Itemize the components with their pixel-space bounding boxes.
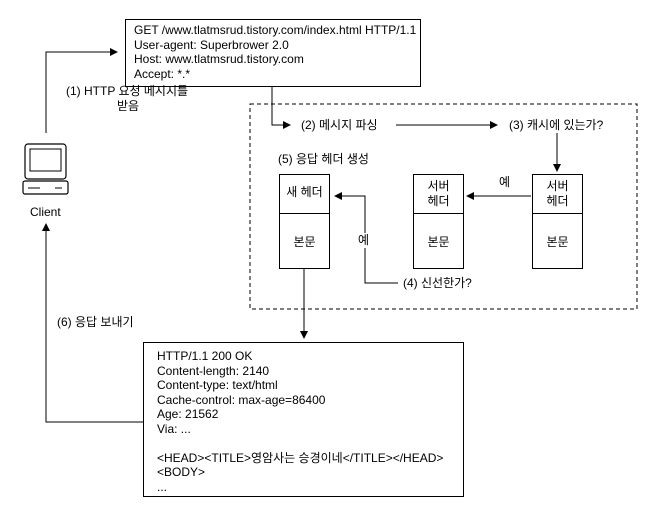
request-message-box: GET /www.tlatmsrud.tistory.com/index.htm… xyxy=(125,19,421,87)
request-line: Host: www.tlatmsrud.tistory.com xyxy=(134,52,304,66)
yes-label-fresh: 예 xyxy=(358,233,370,248)
cached-header-line2: 헤더 xyxy=(546,194,569,208)
server-header-copy-body-label: 본문 xyxy=(427,235,450,249)
cached-document-divider xyxy=(533,213,582,214)
computer-icon xyxy=(22,143,69,195)
new-header-divider xyxy=(280,213,329,214)
response-line: <BODY> xyxy=(157,465,206,479)
server-header-copy-box: 서버 헤더 본문 xyxy=(413,174,464,269)
response-line: ... xyxy=(157,479,168,494)
request-line: Accept: *.* xyxy=(134,66,191,81)
cached-document-box: 서버 헤더 본문 xyxy=(532,174,583,269)
response-line: HTTP/1.1 200 OK xyxy=(157,349,253,363)
new-header-label: 새 헤더 xyxy=(286,185,323,199)
response-line: <HEAD><TITLE>영암사는 승경이네</TITLE></HEAD> xyxy=(157,450,444,465)
response-line: Content-length: 2140 xyxy=(157,363,270,378)
request-lines: GET /www.tlatmsrud.tistory.com/index.htm… xyxy=(134,23,420,81)
step-1-label-line2: 받음 xyxy=(117,99,140,113)
new-header-box: 새 헤더 본문 xyxy=(279,174,330,269)
new-header-body-label: 본문 xyxy=(293,235,316,249)
server-header-copy-divider xyxy=(414,213,463,214)
arrow-response-to-client xyxy=(42,223,143,423)
cached-body-label: 본문 xyxy=(546,235,569,249)
server-header-copy-line2: 헤더 xyxy=(427,194,450,208)
arrow-client-to-request xyxy=(45,48,118,133)
request-line: User-agent: Superbrower 2.0 xyxy=(134,37,289,52)
step-6-label: (6) 응답 보내기 xyxy=(57,315,134,329)
server-header-copy-line1: 서버 xyxy=(427,179,450,193)
response-line: Via: ... xyxy=(157,421,191,436)
response-line: Content-type: text/html xyxy=(157,378,278,392)
step-1-label-line1: (1) HTTP 요청 메시지를 xyxy=(66,84,189,98)
response-line: Age: 21562 xyxy=(157,407,219,421)
server-processing-region xyxy=(249,103,638,310)
client-label: Client xyxy=(30,205,61,219)
arrow-request-to-parsing xyxy=(271,86,291,129)
response-line: Cache-control: max-age=86400 xyxy=(157,392,326,407)
response-line xyxy=(157,436,463,451)
step-5-label: (5) 응답 헤더 생성 xyxy=(278,152,369,166)
step-2-label: (2) 메시지 파싱 xyxy=(301,118,378,132)
step-4-label: (4) 신선한가? xyxy=(403,276,472,290)
request-line: GET /www.tlatmsrud.tistory.com/index.htm… xyxy=(134,23,417,37)
yes-label-cache-hit: 예 xyxy=(499,175,511,190)
step-3-label: (3) 캐시에 있는가? xyxy=(509,118,604,132)
cached-header-line1: 서버 xyxy=(546,179,569,193)
